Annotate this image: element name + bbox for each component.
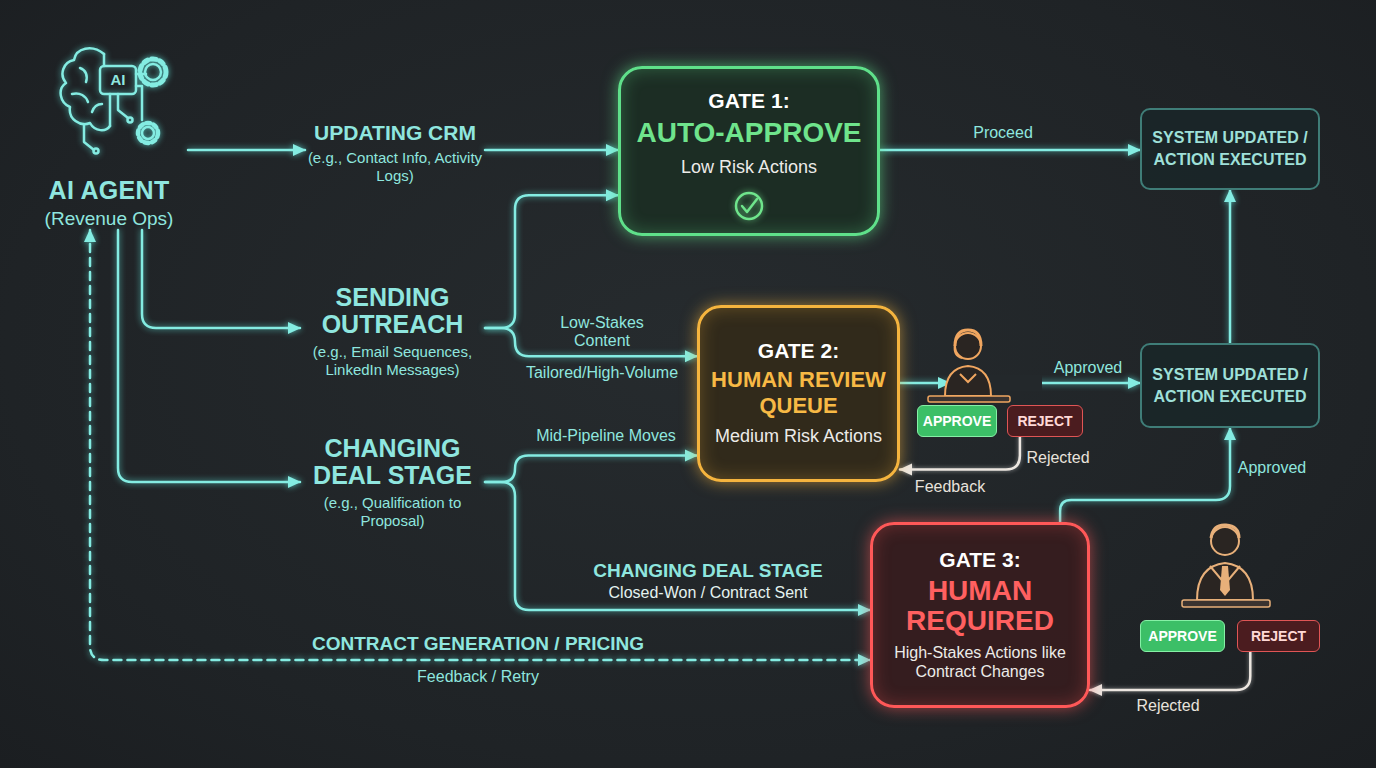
node-text: (e.g., Contact Info, Activity Logs) — [305, 149, 485, 185]
flow-label: Approved — [1054, 359, 1123, 377]
brain-icon — [128, 118, 133, 123]
brain-icon — [145, 64, 161, 80]
approver-icon — [1210, 566, 1240, 584]
gate-box: GATE 3: HUMAN REQUIRED High-Stakes Actions… — [870, 522, 1090, 708]
node-text: SYSTEM UPDATED / ACTION EXECUTED — [1148, 364, 1312, 407]
agent-node: AI AGENT (Revenue Ops) — [30, 45, 188, 230]
brain-icon — [61, 48, 166, 153]
approve-button: APPROVE — [917, 405, 997, 437]
flow-arrow — [485, 149, 618, 152]
node-text: APPROVE — [1148, 628, 1216, 644]
reject-button: REJECT — [1007, 405, 1083, 437]
node-text: (e.g., Qualification to Proposal) — [300, 494, 485, 530]
node-text: (Revenue Ops) — [45, 208, 174, 230]
node-text: GATE 2: — [758, 339, 839, 363]
flow-label: AI — [111, 71, 126, 88]
node-text: REJECT — [1251, 628, 1306, 644]
node-text: (e.g., Email Sequences, LinkedIn Message… — [300, 343, 485, 379]
node-text: High-Stakes Actions like Contract Change… — [877, 643, 1083, 681]
flow-arrow — [142, 230, 300, 328]
approver-icon — [1182, 600, 1270, 607]
flow-label: Feedback / Retry — [417, 668, 539, 686]
brain-icon — [109, 94, 112, 126]
flow-label: Proceed — [973, 124, 1033, 142]
action-category: CHANGING DEAL STAGE (e.g., Qualification … — [300, 428, 485, 536]
node-text: SENDING OUTREACH — [300, 284, 485, 339]
brain-icon — [138, 123, 158, 143]
brain-icon — [136, 86, 142, 120]
brain-icon — [140, 59, 166, 85]
reviewer-icon — [955, 333, 981, 359]
node-text: AI AGENT — [49, 176, 170, 205]
result-box: SYSTEM UPDATED / ACTION EXECUTED — [1140, 108, 1320, 190]
flow-label: CONTRACT GENERATION / PRICING — [312, 633, 644, 655]
node-text: CHANGING DEAL STAGE — [300, 435, 485, 490]
reviewer-icon — [960, 374, 976, 382]
brain-icon — [94, 149, 99, 154]
brain-icon — [80, 68, 87, 82]
brain-icon — [100, 66, 136, 94]
node-text: APPROVE — [923, 413, 991, 429]
node-text: REJECT — [1017, 413, 1072, 429]
reviewer-icon — [928, 396, 1010, 402]
brain-icon — [84, 124, 94, 150]
result-box: SYSTEM UPDATED / ACTION EXECUTED — [1140, 343, 1320, 428]
reject-button: REJECT — [1237, 620, 1320, 652]
approve-button: APPROVE — [1140, 620, 1225, 652]
brain-icon — [142, 127, 154, 139]
node-text: SYSTEM UPDATED / ACTION EXECUTED — [1148, 127, 1312, 170]
flow-label: CHANGING DEAL STAGE — [593, 560, 822, 582]
brain-icon — [103, 54, 106, 66]
flow-arrow — [485, 482, 870, 610]
flow-label: Feedback — [915, 478, 985, 496]
brain-icon — [61, 48, 110, 130]
flow-arrow — [485, 195, 618, 328]
flow-arrow — [1229, 190, 1232, 343]
reviewer-icon — [945, 366, 991, 396]
brain-icon — [72, 93, 88, 102]
action-category: SENDING OUTREACH (e.g., Email Sequences, … — [300, 282, 485, 380]
flow-arrow — [188, 149, 305, 152]
reviewer-icon — [955, 344, 962, 358]
node-text: HUMAN REQUIRED — [877, 576, 1083, 635]
node-text: Low Risk Actions — [681, 157, 817, 179]
flow-label: Tailored/High-Volume — [526, 364, 678, 382]
approver-icon — [1197, 563, 1253, 600]
node-text: HUMAN REVIEW QUEUE — [704, 367, 893, 418]
node-text: Medium Risk Actions — [715, 426, 882, 448]
flow-arrow — [900, 437, 1020, 470]
node-text: UPDATING CRM — [314, 121, 476, 144]
node-text: AUTO-APPROVE — [636, 117, 861, 149]
reviewer-icon — [955, 330, 981, 346]
flow-label: Closed-Won / Contract Sent — [609, 584, 808, 602]
node-text: GATE 3: — [939, 548, 1020, 572]
flow-label: Rejected — [1026, 449, 1089, 467]
reviewer-icon — [928, 330, 1042, 402]
brain-icon — [118, 94, 128, 118]
flow-arrow — [880, 149, 1140, 152]
flow-arrow — [1090, 652, 1250, 690]
flow-label: Low-Stakes Content — [547, 314, 657, 351]
flow-label: Approved — [1238, 459, 1307, 477]
approver-icon — [1182, 525, 1270, 607]
action-category: UPDATING CRM (e.g., Contact Info, Activit… — [305, 118, 485, 188]
gate-box: GATE 2: HUMAN REVIEW QUEUE Medium Risk Act… — [697, 305, 900, 482]
brain-icon — [92, 104, 102, 112]
node-text: GATE 1: — [708, 89, 789, 113]
flow-label: Rejected — [1136, 697, 1199, 715]
approver-icon — [1211, 525, 1239, 538]
flow-arrow — [485, 455, 697, 482]
flow-arrow — [118, 230, 300, 482]
flow-label: Mid-Pipeline Moves — [536, 427, 676, 445]
approver-icon — [1211, 527, 1239, 555]
flow-arrow — [1060, 428, 1230, 522]
